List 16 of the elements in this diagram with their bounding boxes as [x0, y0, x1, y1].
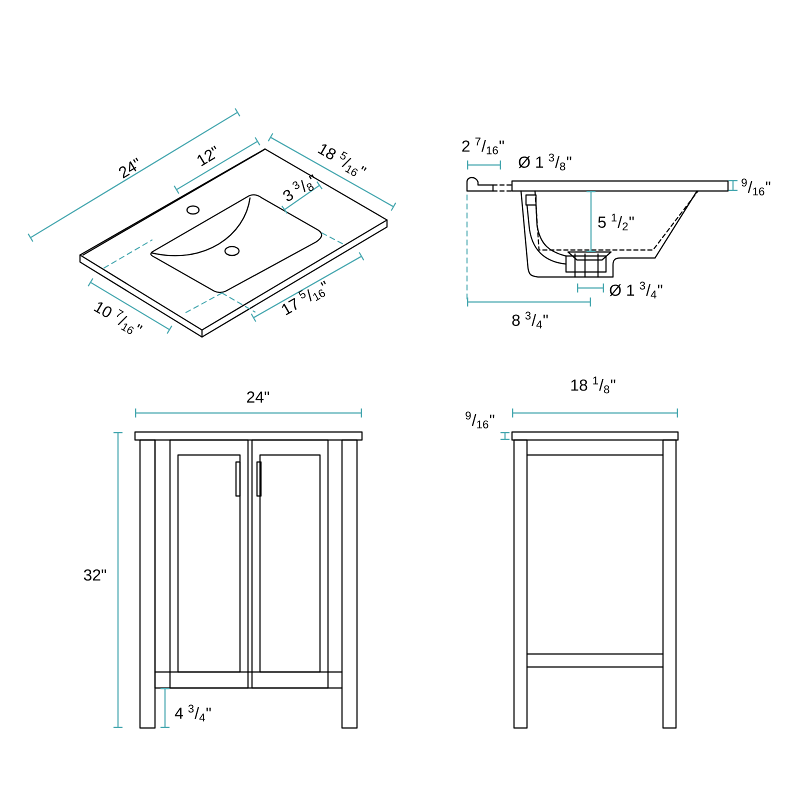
dimension-label: 17 $^{5}$/$_{16}$" — [282, 280, 326, 316]
dimension-label: Ø 1 $^{3}$/$_{8}$" — [518, 154, 572, 170]
dimension-label: $^{9}$/$_{16}$" — [742, 178, 770, 196]
dimension-label: 12" — [197, 146, 216, 166]
dimension-label: 4 $^{3}$/$_{4}$" — [174, 704, 211, 722]
dimension-label: 2 $^{7}$/$_{16}$" — [462, 138, 504, 154]
dimension-label: 10 $^{7}$/$_{16}$" — [94, 302, 143, 334]
dimension-label: 18 $^{5}$/$_{16}$" — [318, 144, 367, 176]
dimension-label: 18 $^{1}$/$_{8}$" — [571, 376, 616, 394]
dimension-label: 32" — [84, 569, 106, 581]
dimension-label: $^{9}$/$_{16}$" — [466, 412, 494, 428]
dimension-label: 5 $^{1}$/$_{2}$" — [598, 214, 634, 230]
dimension-label: Ø 1 $^{3}$/$_{4}$" — [610, 282, 662, 298]
dimension-label: 24" — [118, 158, 138, 178]
dimension-label: 24" — [247, 391, 270, 403]
dimension-label: 8 $^{3}$/$_{4}$" — [512, 312, 548, 328]
